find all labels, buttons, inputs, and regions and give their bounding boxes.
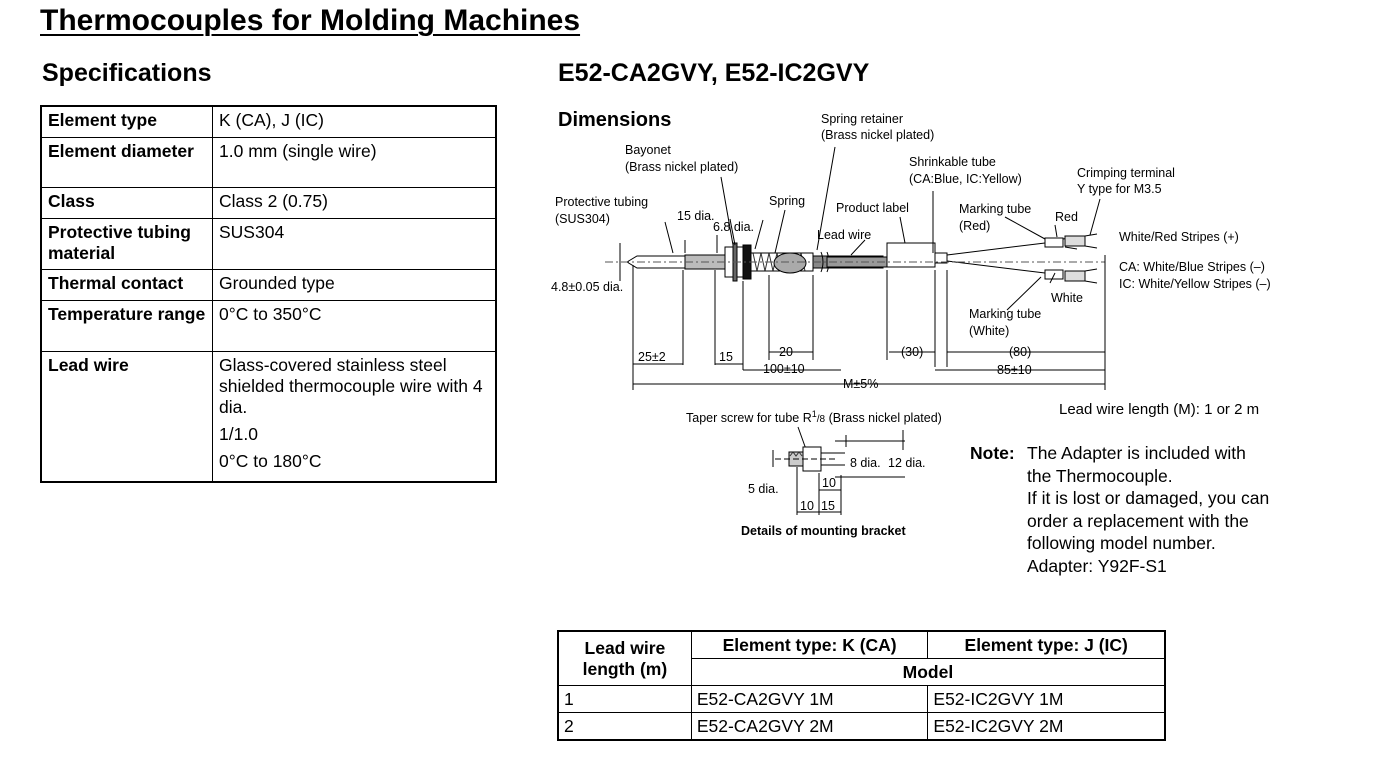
label-crimping-terminal: Crimping terminal <box>1077 166 1175 180</box>
cell-model-j: E52-IC2GVY 2M <box>927 712 1166 741</box>
dimensions-heading: Dimensions <box>558 109 672 131</box>
label-dia-4-8: 4.8±0.05 dia. <box>551 280 623 294</box>
taper-rest: (Brass nickel plated) <box>825 411 942 425</box>
cell-model-k: E52-CA2GVY 1M <box>690 685 929 713</box>
dim-12-dia: 12 dia. <box>888 456 926 470</box>
note-line: the Thermocouple. <box>1027 465 1173 486</box>
dimensions-diagram: Spring retainer (Brass nickel plated) Ba… <box>551 112 1271 538</box>
table-row: 2 E52-CA2GVY 2M E52-IC2GVY 2M <box>557 712 1166 741</box>
label-spring-retainer-sub: (Brass nickel plated) <box>821 128 934 142</box>
label-marking-tube-red-sub: (Red) <box>959 219 990 233</box>
spec-label: Element type <box>40 105 213 138</box>
lead-wire-temp: 0°C to 180°C <box>219 450 322 471</box>
spec-value: Class 2 (0.75) <box>212 186 497 219</box>
spec-label: Thermal contact <box>40 268 213 301</box>
label-lead-wire: Lead wire <box>817 228 871 242</box>
product-heading: E52-CA2GVY, E52-IC2GVY <box>558 59 870 87</box>
dim-80: (80) <box>1009 345 1031 359</box>
table-row: Protective tubing material SUS304 <box>40 217 497 270</box>
specifications-heading: Specifications <box>42 59 212 87</box>
spec-value: SUS304 <box>212 217 497 270</box>
note-line: The Adapter is included with <box>1027 443 1246 463</box>
label-marking-tube-white: Marking tube <box>969 307 1041 321</box>
label-protective-tubing: Protective tubing <box>555 195 648 209</box>
dim-25: 25±2 <box>638 350 666 364</box>
spec-value: Glass-covered stainless steel shielded t… <box>212 350 497 483</box>
table-row: Lead wire length (m) Element type: K (CA… <box>557 630 1166 686</box>
cell-model-k: E52-CA2GVY 2M <box>690 712 929 741</box>
spec-value: Grounded type <box>212 268 497 301</box>
table-row: Element type K (CA), J (IC) <box>40 105 497 138</box>
table-row: Element diameter 1.0 mm (single wire) <box>40 136 497 188</box>
lead-wire-ratio: 1/1.0 <box>219 423 258 444</box>
note-label: Note: <box>970 443 1015 463</box>
dim-100: 100±10 <box>763 362 805 376</box>
label-crimping-terminal-sub: Y type for M3.5 <box>1077 182 1162 196</box>
spec-label: Temperature range <box>40 299 213 352</box>
cell-length: 2 <box>557 712 692 741</box>
label-red: Red <box>1055 210 1078 224</box>
label-spring-retainer: Spring retainer <box>821 112 903 126</box>
cell-length: 1 <box>557 685 692 713</box>
dim-b-10b: 10 <box>800 499 814 513</box>
spec-label: Lead wire <box>40 350 213 483</box>
page-title: Thermocouples for Molding Machines <box>40 4 581 37</box>
spec-label: Class <box>40 186 213 219</box>
model-table: Lead wire length (m) Element type: K (CA… <box>557 630 1166 741</box>
taper-sub: /8 <box>817 414 826 425</box>
adapter-note: Note: The Adapter is included with the T… <box>970 442 1269 576</box>
dim-b-15: 15 <box>821 499 835 513</box>
label-ca-stripes: CA: White/Blue Stripes (–) <box>1119 260 1265 274</box>
label-spring: Spring <box>769 194 805 208</box>
table-row: Lead wire Glass-covered stainless steel … <box>40 350 497 483</box>
cell-model-j: E52-IC2GVY 1M <box>927 685 1166 713</box>
label-marking-tube-red: Marking tube <box>959 202 1031 216</box>
col-header-length: Lead wire length (m) <box>557 630 692 686</box>
label-dia-15: 15 dia. <box>677 209 715 223</box>
note-line: order a replacement with the <box>1027 510 1249 531</box>
label-shrinkable-tube: Shrinkable tube <box>909 155 996 169</box>
label-marking-tube-white-sub: (White) <box>969 324 1009 338</box>
spec-value: K (CA), J (IC) <box>212 105 497 138</box>
note-body: The Adapter is included with the Thermoc… <box>1027 442 1327 577</box>
dim-5-dia: 5 dia. <box>748 482 779 496</box>
col-header-k: Element type: K (CA) <box>690 630 929 659</box>
label-protective-tubing-sub: (SUS304) <box>555 212 610 226</box>
dim-85: 85±10 <box>997 363 1032 377</box>
dim-20: 20 <box>779 345 793 359</box>
col-header-j: Element type: J (IC) <box>927 630 1166 659</box>
label-shrinkable-tube-sub: (CA:Blue, IC:Yellow) <box>909 172 1022 186</box>
specifications-table: Element type K (CA), J (IC) Element diam… <box>40 105 497 483</box>
dim-b-10a: 10 <box>822 476 836 490</box>
label-dia-6-8: 6.8 dia. <box>713 220 754 234</box>
spec-label: Element diameter <box>40 136 213 188</box>
dim-15: 15 <box>719 350 733 364</box>
lead-wire-caption: Lead wire length (M): 1 or 2 m <box>1059 401 1260 418</box>
note-line: If it is lost or damaged, you can <box>1027 488 1270 508</box>
spec-value: 1.0 mm (single wire) <box>212 136 497 188</box>
note-line: following model number. <box>1027 533 1216 553</box>
table-row: 1 E52-CA2GVY 1M E52-IC2GVY 1M <box>557 685 1166 713</box>
model-header: Model <box>690 658 1166 686</box>
table-row: Thermal contact Grounded type <box>40 268 497 301</box>
spec-label: Protective tubing material <box>40 217 213 270</box>
label-product-label: Product label <box>836 201 909 215</box>
label-taper-screw: Taper screw for tube R1/8 (Brass nickel … <box>686 409 942 425</box>
label-bayonet-sub: (Brass nickel plated) <box>625 160 738 174</box>
lead-wire-desc: Glass-covered stainless steel shielded t… <box>219 354 483 417</box>
taper-sup: 1 <box>812 409 817 419</box>
table-row: Class Class 2 (0.75) <box>40 186 497 219</box>
label-ic-stripes: IC: White/Yellow Stripes (–) <box>1119 277 1271 291</box>
dim-8-dia: 8 dia. <box>850 456 881 470</box>
label-white-red-stripes: White/Red Stripes (+) <box>1119 230 1239 244</box>
taper-text: Taper screw for tube R <box>686 411 812 425</box>
label-white: White <box>1051 291 1083 305</box>
spec-value: 0°C to 350°C <box>212 299 497 352</box>
table-row: Temperature range 0°C to 350°C <box>40 299 497 352</box>
label-bayonet: Bayonet <box>625 143 671 157</box>
dim-30: (30) <box>901 345 923 359</box>
note-line: Adapter: Y92F-S1 <box>1027 555 1167 576</box>
dim-m: M±5% <box>843 377 878 391</box>
bracket-caption: Details of mounting bracket <box>741 524 906 538</box>
